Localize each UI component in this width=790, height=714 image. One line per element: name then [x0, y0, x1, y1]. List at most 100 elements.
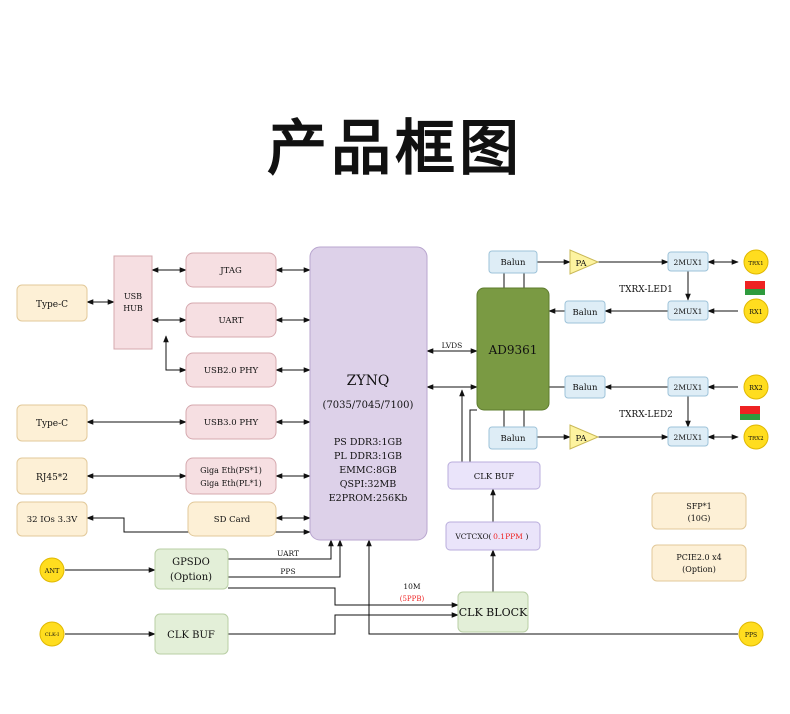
pps-in-label: PPS — [745, 632, 757, 639]
pa-top-label: PA — [575, 259, 587, 269]
ios-label: 32 IOs 3.3V — [27, 515, 78, 525]
trx1-port: TRX1 — [743, 249, 769, 275]
gpsdo-label: GPSDO — [172, 557, 210, 568]
zynq-spec-ps-ddr: PS DDR3:1GB — [334, 437, 402, 448]
balun-rx2-label: Balun — [573, 383, 599, 393]
uart-block: UART — [185, 302, 277, 338]
txrx-led2-label: TXRX-LED2 — [619, 410, 673, 420]
mux-rx2: 2MUX1 — [667, 376, 709, 397]
svg-text:): ) — [526, 532, 529, 541]
zynq-block: ZYNQ (7035/7045/7100) PS DDR3:1GB PL DDR… — [309, 246, 428, 541]
zynq-models: (7035/7045/7100) — [323, 400, 414, 411]
usb-hub: USB HUB — [113, 255, 153, 350]
balun-rx1-label: Balun — [573, 308, 599, 318]
ref-5ppb-label: (5PPB) — [400, 595, 425, 603]
mux-rx2-label: 2MUX1 — [674, 383, 703, 392]
mux-trx2-label: 2MUX1 — [674, 433, 703, 442]
balun-bottom-label: Balun — [501, 434, 527, 444]
jtag-label: JTAG — [219, 266, 242, 276]
usb3-phy-block: USB3.0 PHY — [185, 404, 277, 440]
ant-label: ANT — [44, 567, 60, 575]
giga-eth-pl-label: Giga Eth(PL*1) — [200, 479, 262, 488]
clk-buf-top: CLK BUF — [447, 461, 541, 490]
pps-link-label: PPS — [280, 567, 295, 576]
balun-bottom: Balun — [488, 426, 538, 450]
zynq-spec-qspi: QSPI:32MB — [340, 479, 396, 490]
trx1-label: TRX1 — [748, 261, 763, 267]
rx1-label: RX1 — [749, 308, 763, 316]
balun-top-label: Balun — [501, 258, 527, 268]
ios-block: 32 IOs 3.3V — [16, 501, 88, 537]
type-c-2-label: Type-C — [36, 419, 68, 429]
giga-eth-block: Giga Eth(PS*1) Giga Eth(PL*1) — [185, 457, 277, 495]
svg-text:(: ( — [489, 532, 492, 541]
ref-10m-label: 10M — [403, 582, 421, 591]
pps-in-port: PPS — [738, 621, 764, 647]
pcie-block: PCIE2.0 x4 (Option) — [651, 544, 747, 582]
lvds-label: LVDS — [442, 341, 463, 350]
balun-rx2: Balun — [564, 375, 606, 399]
clk-in-port: CLK-I — [39, 621, 65, 647]
mux-rx1: 2MUX1 — [667, 300, 709, 321]
sd-card-block: SD Card — [187, 501, 277, 537]
type-c-port-1: Type-C — [16, 284, 88, 322]
clk-in-label: CLK-I — [45, 632, 59, 638]
ant-port: ANT — [39, 557, 65, 583]
trx2-port: TRX2 — [743, 424, 769, 450]
zynq-spec-emmc: EMMC:8GB — [339, 465, 396, 476]
vctcxo-ppm: 0.1PPM — [493, 532, 523, 541]
mux-trx2: 2MUX1 — [667, 426, 709, 447]
zynq-spec-e2prom: E2PROM:256Kb — [329, 493, 408, 504]
clk-buf-bottom-label: CLK BUF — [167, 630, 215, 641]
type-c-1-label: Type-C — [36, 300, 68, 310]
rx2-port: RX2 — [743, 374, 769, 400]
mux-trx1: 2MUX1 — [667, 251, 709, 272]
ad9361-block: AD9361 — [476, 287, 550, 411]
balun-top: Balun — [488, 250, 538, 274]
giga-eth-ps-label: Giga Eth(PS*1) — [200, 466, 262, 475]
trx2-label: TRX2 — [748, 436, 763, 442]
pa-bottom-label: PA — [575, 434, 587, 444]
clk-block: CLK BLOCK — [457, 591, 529, 633]
zynq-title: ZYNQ — [347, 373, 390, 389]
ad9361-label: AD9361 — [488, 343, 538, 357]
rx1-port: RX1 — [743, 298, 769, 324]
txrx-led1-label: TXRX-LED1 — [619, 285, 673, 295]
clk-buf-bottom: CLK BUF — [154, 613, 229, 655]
clk-buf-top-label: CLK BUF — [474, 472, 515, 482]
usb-hub-label-1: USB — [124, 292, 142, 301]
zynq-spec-pl-ddr: PL DDR3:1GB — [334, 451, 402, 462]
gpsdo-option-label: (Option) — [170, 572, 212, 583]
gpsdo-block: GPSDO (Option) — [154, 548, 229, 590]
connectors — [65, 259, 739, 637]
pcie-sub-label: (Option) — [682, 565, 716, 574]
usb3-phy-label: USB3.0 PHY — [204, 418, 259, 428]
usb2-phy-label: USB2.0 PHY — [204, 366, 259, 376]
vctcxo-block: VCTCXO ( 0.1PPM ) — [445, 521, 541, 551]
type-c-port-2: Type-C — [16, 404, 88, 442]
usb2-phy-block: USB2.0 PHY — [185, 352, 277, 388]
led2-indicator — [740, 406, 760, 420]
vctcxo-label: VCTCXO — [454, 532, 488, 541]
page-title: 产品框图 — [267, 114, 523, 184]
pcie-label: PCIE2.0 x4 — [676, 553, 721, 562]
rx2-label: RX2 — [749, 384, 763, 392]
led1-indicator — [745, 281, 765, 295]
jtag-block: JTAG — [185, 252, 277, 288]
sfp-block: SFP*1 (10G) — [651, 492, 747, 530]
mux-trx1-label: 2MUX1 — [674, 258, 703, 267]
uart-label: UART — [219, 316, 244, 326]
pa-bottom: PA — [569, 424, 600, 450]
rj45-label: RJ45*2 — [36, 473, 68, 483]
sd-card-label: SD Card — [214, 515, 251, 525]
rj45-port: RJ45*2 — [16, 457, 88, 495]
pa-top: PA — [569, 249, 600, 275]
uart-link-label: UART — [277, 549, 299, 558]
mux-rx1-label: 2MUX1 — [674, 307, 703, 316]
usb-hub-label-2: HUB — [123, 304, 143, 313]
sfp-label: SFP*1 — [686, 502, 712, 511]
clk-block-label: CLK BLOCK — [459, 606, 528, 619]
balun-rx1: Balun — [564, 300, 606, 324]
sfp-sub-label: (10G) — [688, 514, 711, 523]
